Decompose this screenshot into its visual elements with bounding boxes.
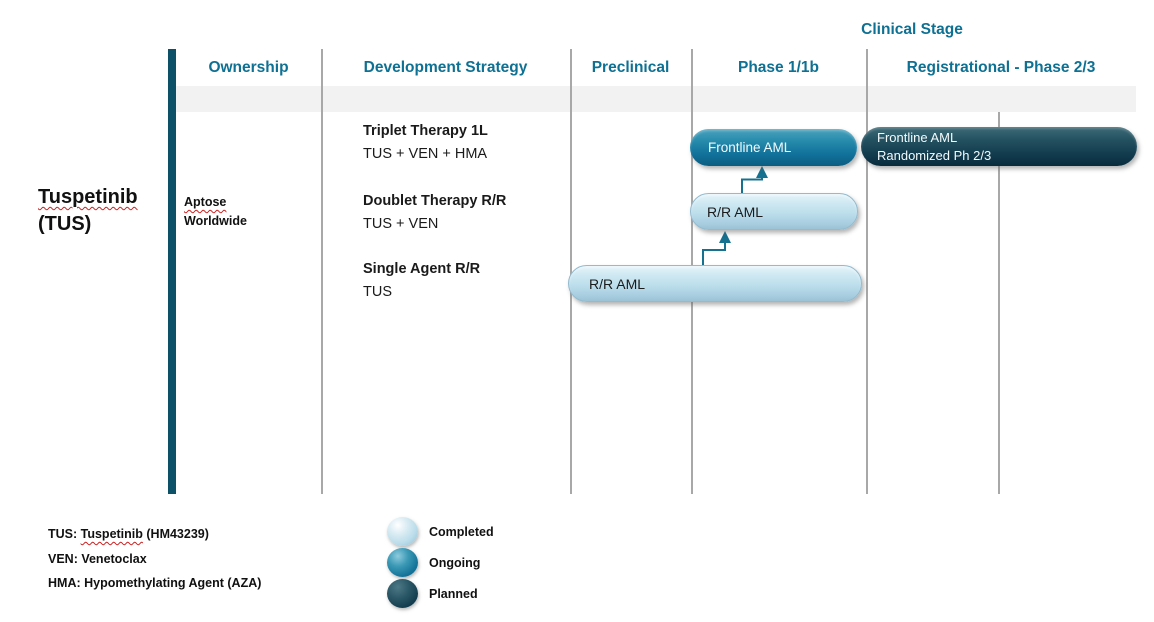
ownership-value: Aptose Worldwide: [184, 193, 247, 231]
completed-status-icon: [387, 517, 418, 546]
trial-pill-label: Frontline AML: [708, 140, 792, 155]
ownership-territory: Worldwide: [184, 214, 247, 228]
program-name: Tuspetinib (TUS): [38, 184, 138, 238]
trial-pill-label: R/R AML: [589, 275, 646, 292]
trial-pill-rr-aml-single: R/R AML: [568, 265, 862, 302]
header-band: [176, 86, 1136, 112]
column-divider: [998, 112, 1000, 494]
arrowhead-icon: [756, 166, 768, 178]
footnote-ven: VEN: Venetoclax: [48, 551, 147, 566]
column-header-ownership: Ownership: [208, 59, 289, 76]
legend-item-planned: Planned: [387, 579, 478, 608]
legend-item-completed: Completed: [387, 517, 494, 546]
trial-pill-label: R/R AML: [707, 203, 764, 220]
strategy-subtitle: TUS + VEN: [363, 216, 439, 232]
footnotes: TUS: Tuspetinib (HM43239) VEN: Venetocla…: [48, 522, 261, 596]
trial-pill-frontline-aml-ongoing: Frontline AML: [690, 129, 857, 166]
strategy-triplet: Triplet Therapy 1L TUS + VEN + HMA: [363, 120, 488, 166]
column-divider: [866, 49, 868, 494]
column-header-development-strategy: Development Strategy: [363, 59, 528, 76]
trial-pill-label: Frontline AML: [877, 129, 958, 145]
ongoing-status-icon: [387, 548, 418, 577]
program-name-line2: (TUS): [38, 213, 92, 235]
legend-label: Ongoing: [429, 555, 481, 570]
strategy-title: Doublet Therapy R/R: [363, 193, 507, 209]
program-accent-bar: [168, 49, 176, 494]
legend-label: Completed: [429, 524, 494, 539]
column-header-registrational: Registrational - Phase 2/3: [906, 59, 1096, 76]
column-divider: [321, 49, 323, 494]
column-header-preclinical: Preclinical: [591, 59, 670, 76]
strategy-title: Triplet Therapy 1L: [363, 123, 488, 139]
legend-label: Planned: [429, 586, 478, 601]
trial-pill-rr-aml-doublet: R/R AML: [690, 193, 858, 230]
footnote-text: TUS:: [48, 527, 81, 541]
arrowhead-icon: [719, 231, 731, 243]
strategy-title: Single Agent R/R: [363, 261, 481, 277]
footnote-text: (HM43239): [142, 527, 209, 541]
trial-pill-sublabel: Randomized Ph 2/3: [877, 147, 992, 163]
program-name-line1: Tuspetinib: [38, 186, 138, 208]
column-header-phase-1-1b: Phase 1/1b: [738, 59, 819, 76]
connector-doublet-to-frontline: [741, 178, 763, 194]
connector-single-to-doublet: [702, 243, 726, 266]
trial-pill-frontline-aml-planned: Frontline AML Randomized Ph 2/3: [861, 127, 1137, 166]
legend-item-ongoing: Ongoing: [387, 548, 480, 577]
clinical-stage-title: Clinical Stage: [861, 21, 963, 38]
footnote-hma: HMA: Hypomethylating Agent (AZA): [48, 576, 262, 590]
strategy-subtitle: TUS: [363, 284, 392, 300]
strategy-single-agent: Single Agent R/R TUS: [363, 258, 480, 304]
strategy-subtitle: TUS + VEN + HMA: [363, 146, 488, 162]
footnote-term: Tuspetinib: [80, 527, 143, 541]
strategy-doublet: Doublet Therapy R/R TUS + VEN: [363, 190, 506, 236]
planned-status-icon: [387, 579, 418, 608]
ownership-company: Aptose: [184, 195, 227, 209]
footnote-tus: TUS: Tuspetinib (HM43239): [48, 522, 261, 547]
